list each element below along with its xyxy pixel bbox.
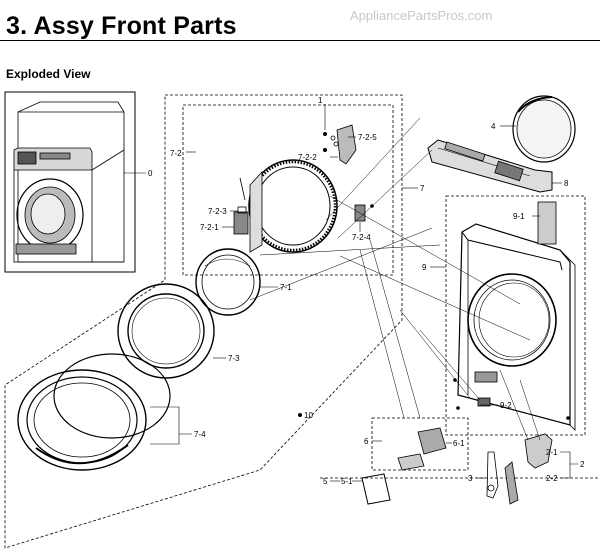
page-title: 3. Assy Front Parts	[6, 12, 237, 40]
callout-7-2-4: 7-2-4	[352, 233, 371, 242]
callout-7-2-5: 7-2-5	[358, 133, 377, 142]
part-inner-glass	[195, 248, 261, 316]
callout-7-2-1: 7-2-1	[200, 223, 219, 232]
callout-6-1: 6-1	[453, 439, 465, 448]
callout-9: 9	[422, 263, 427, 272]
part-hinge-lock	[397, 427, 553, 505]
callout-1: 1	[318, 96, 323, 105]
part-front-panel	[457, 201, 576, 431]
callout-4: 4	[491, 122, 496, 131]
callout-7-4: 7-4	[194, 430, 206, 439]
part-door-cover	[17, 353, 171, 471]
watermark: AppliancePartsPros.com	[350, 8, 493, 23]
section-subtitle: Exploded View	[6, 67, 91, 81]
fasteners	[297, 131, 570, 420]
leader-lines	[124, 104, 578, 482]
callout-6: 6	[364, 437, 369, 446]
callout-5-1: 5-1	[341, 477, 353, 486]
callout-9-2: 9-2	[500, 401, 512, 410]
part-card	[361, 473, 391, 505]
callout-2-1: 2-1	[546, 448, 558, 457]
assembly-boundaries	[4, 94, 600, 549]
callout-7: 7	[420, 184, 425, 193]
callout-7-3: 7-3	[228, 354, 240, 363]
callout-10: 10	[304, 411, 313, 420]
callout-5: 5	[323, 477, 328, 486]
part-door-frame	[233, 124, 366, 253]
part-door-ring	[117, 283, 215, 379]
callout-7-1: 7-1	[280, 283, 292, 292]
callout-7-2-2: 7-2-2	[298, 153, 317, 162]
callout-7-2: 7-2	[170, 149, 182, 158]
callout-3: 3	[468, 474, 473, 483]
callout-0: 0	[148, 169, 153, 178]
title-rule	[0, 40, 600, 41]
callout-9-1: 9-1	[513, 212, 525, 221]
callout-2-2: 2-2	[546, 474, 558, 483]
callout-8: 8	[564, 179, 569, 188]
callout-7-2-3: 7-2-3	[208, 207, 227, 216]
part-control-panel	[427, 139, 553, 193]
part-round-cover	[512, 95, 576, 163]
callout-2: 2	[580, 460, 585, 469]
part-washer-assembly	[4, 91, 136, 273]
alignment-lines	[249, 117, 541, 441]
